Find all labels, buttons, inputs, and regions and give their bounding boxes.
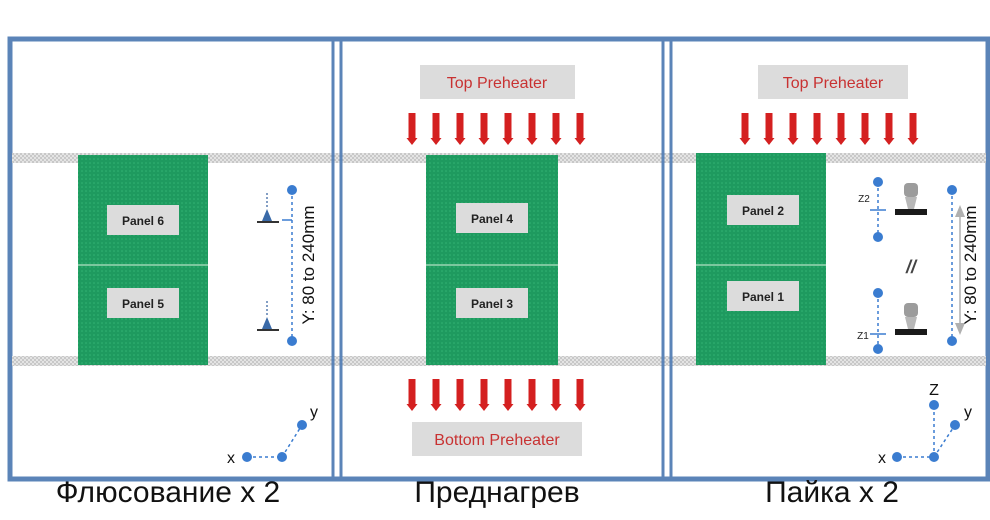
solder-nozzle-icon — [895, 303, 927, 335]
heater-arrow-icon — [883, 113, 895, 145]
axes-icon — [892, 400, 960, 462]
z1-indicator — [870, 288, 886, 354]
top-heater-arrows — [739, 113, 919, 145]
y-range-label: Y: 80 to 240mm — [299, 205, 318, 324]
heater-arrow-icon — [907, 113, 919, 145]
y-range-label: Y: 80 to 240mm — [961, 205, 980, 324]
panel-label-box — [456, 288, 528, 318]
heater-arrow-icon — [406, 113, 418, 145]
section-soldering: Top Preheater Panel 2 Panel 1 Z2 Z1 — [696, 65, 980, 467]
heater-arrow-icon — [574, 113, 586, 145]
panel-5-label: Panel 5 — [122, 297, 164, 311]
heater-arrow-icon — [787, 113, 799, 145]
flux-nozzle-icon — [257, 193, 279, 223]
panel-label-box — [727, 195, 799, 225]
heater-arrow-icon — [430, 113, 442, 145]
caption-preheat: Преднагрев — [414, 476, 580, 509]
y-travel-indicator — [947, 185, 965, 346]
board-soldering — [696, 153, 826, 365]
heater-arrow-icon — [811, 113, 823, 145]
axes-icon — [242, 420, 307, 462]
heater-arrow-icon — [574, 379, 586, 411]
heater-arrow-icon — [859, 113, 871, 145]
top-preheater-label: Top Preheater — [783, 75, 884, 92]
heater-arrow-icon — [739, 113, 751, 145]
panel-label-box — [107, 288, 179, 318]
heater-arrow-icon — [550, 379, 562, 411]
flux-nozzle-icon — [257, 301, 279, 331]
panel-label-box — [107, 205, 179, 235]
top-preheater-label-box — [420, 65, 575, 99]
heater-arrow-icon — [430, 379, 442, 411]
heater-arrow-icon — [526, 379, 538, 411]
axis-x-label: x — [227, 450, 235, 467]
bottom-heater-arrows — [406, 379, 586, 411]
board-preheat — [426, 155, 558, 365]
z1-label: Z1 — [857, 331, 869, 342]
section-fluxing: Panel 6 Panel 5 Y: 80 to 240mm — [78, 155, 318, 467]
z2-label: Z2 — [858, 194, 870, 205]
board-fluxing — [78, 155, 208, 365]
axis-y-label: y — [964, 404, 972, 421]
bottom-preheater-label-box — [412, 422, 582, 456]
heater-arrow-icon — [478, 113, 490, 145]
panel-4-label: Panel 4 — [471, 212, 513, 226]
heater-arrow-icon — [835, 113, 847, 145]
heater-arrow-icon — [454, 379, 466, 411]
solder-nozzle-icon — [895, 183, 927, 215]
heater-arrow-icon — [502, 379, 514, 411]
heater-arrow-icon — [550, 113, 562, 145]
axis-y-label: y — [310, 404, 318, 421]
heater-arrow-icon — [406, 379, 418, 411]
heater-arrow-icon — [526, 113, 538, 145]
top-heater-arrows — [406, 113, 586, 145]
panel-3-label: Panel 3 — [471, 297, 513, 311]
panel-1-label: Panel 1 — [742, 290, 784, 304]
bottom-preheater-label: Bottom Preheater — [434, 432, 560, 449]
heater-arrow-icon — [763, 113, 775, 145]
top-preheater-label: Top Preheater — [447, 75, 548, 92]
section-preheat: Top Preheater Panel 4 Panel 3 Bottom Pre… — [406, 65, 586, 456]
heater-arrow-icon — [454, 113, 466, 145]
axis-z-label: Z — [929, 382, 939, 399]
z2-indicator — [870, 177, 886, 242]
heater-arrow-icon — [478, 379, 490, 411]
panel-label-box — [456, 203, 528, 233]
axis-x-label: x — [878, 450, 886, 467]
caption-fluxing: Флюсование x 2 — [55, 476, 281, 509]
y-travel-indicator — [282, 185, 297, 346]
panel-label-box — [727, 281, 799, 311]
section-divider-1 — [331, 39, 343, 479]
panel-6-label: Panel 6 — [122, 214, 164, 228]
panel-2-label: Panel 2 — [742, 204, 784, 218]
top-preheater-label-box — [758, 65, 908, 99]
heater-arrow-icon — [502, 113, 514, 145]
section-divider-2 — [661, 39, 673, 479]
parallel-mark: // — [905, 257, 918, 277]
caption-soldering: Пайка x 2 — [765, 476, 899, 509]
